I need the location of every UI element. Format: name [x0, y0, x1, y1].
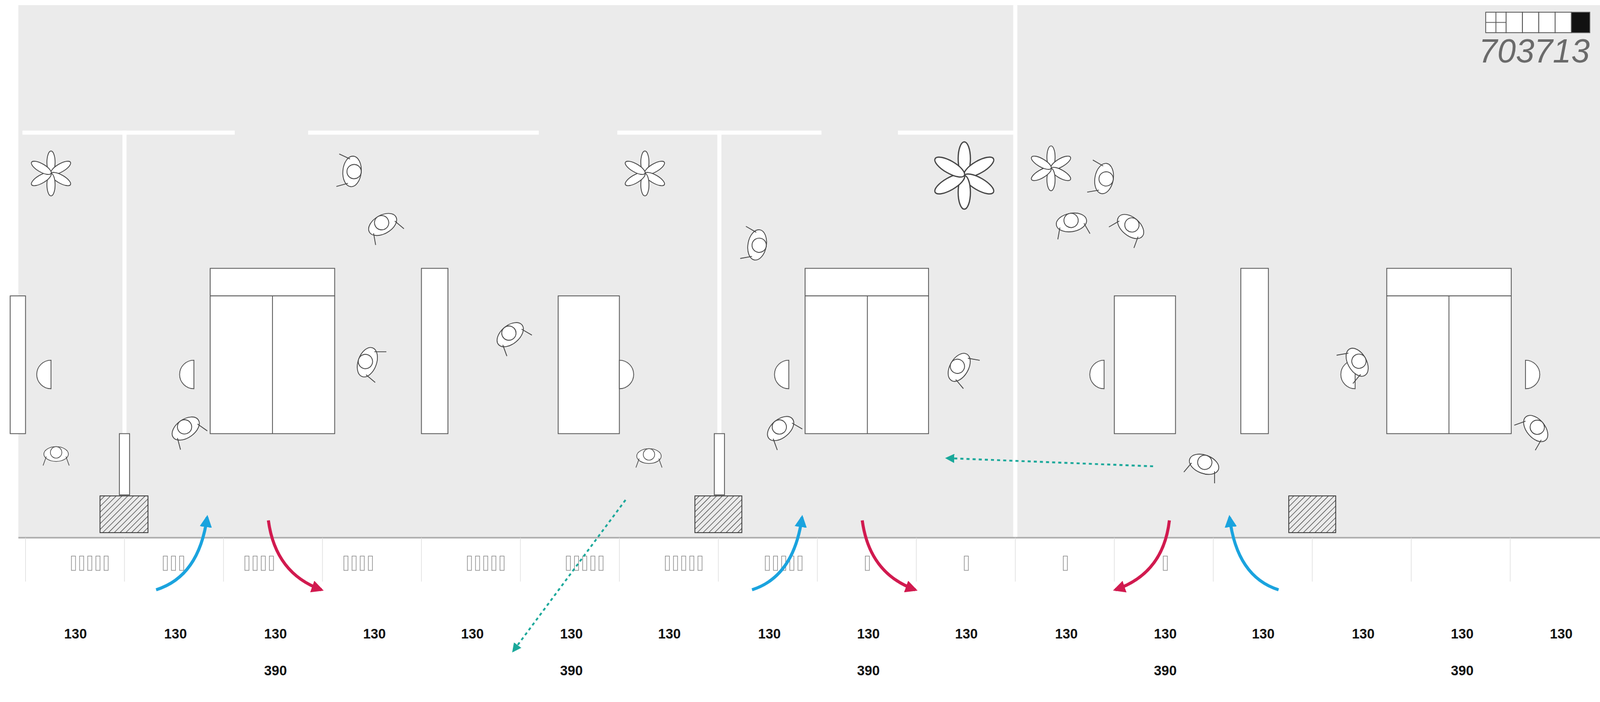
project-code: 703713 — [1478, 31, 1590, 71]
dimension-label: 130 — [164, 625, 187, 642]
dimension-label: 130 — [1549, 625, 1573, 642]
plants — [29, 141, 1073, 210]
view-arrows — [513, 457, 1154, 651]
floor-ground — [18, 5, 1600, 538]
dimension-label: 130 — [560, 625, 583, 642]
dimension-label: 130 — [1251, 625, 1275, 642]
window-mullions — [25, 537, 1511, 582]
dimension-label: 130 — [460, 625, 484, 642]
people — [42, 153, 1554, 484]
logo-grid — [1485, 12, 1590, 33]
dimension-label: 130 — [1154, 625, 1177, 642]
facade-line — [18, 537, 1600, 539]
structural-elements — [100, 433, 1337, 533]
chairs — [36, 360, 1541, 389]
dimension-label: 130 — [955, 625, 978, 642]
flow-arrows — [156, 517, 1279, 590]
dimension-label: 130 — [63, 625, 87, 642]
dimension-label: 130 — [1450, 625, 1474, 642]
dimension-label: 130 — [263, 625, 287, 642]
dimension-label: 130 — [758, 625, 781, 642]
dimension-label: 130 — [856, 625, 880, 642]
dimension-label: 390 — [856, 662, 880, 679]
dimension-label: 390 — [560, 662, 583, 679]
dimension-label: 390 — [263, 662, 287, 679]
dimension-label: 130 — [363, 625, 386, 642]
beds — [210, 268, 1512, 434]
dimension-label: 390 — [1450, 662, 1474, 679]
dimension-label: 390 — [1154, 662, 1177, 679]
dimension-label: 130 — [1352, 625, 1375, 642]
dimension-label: 130 — [657, 625, 681, 642]
walls — [22, 5, 1018, 538]
dimension-label: 130 — [1054, 625, 1078, 642]
furniture — [10, 268, 1269, 434]
